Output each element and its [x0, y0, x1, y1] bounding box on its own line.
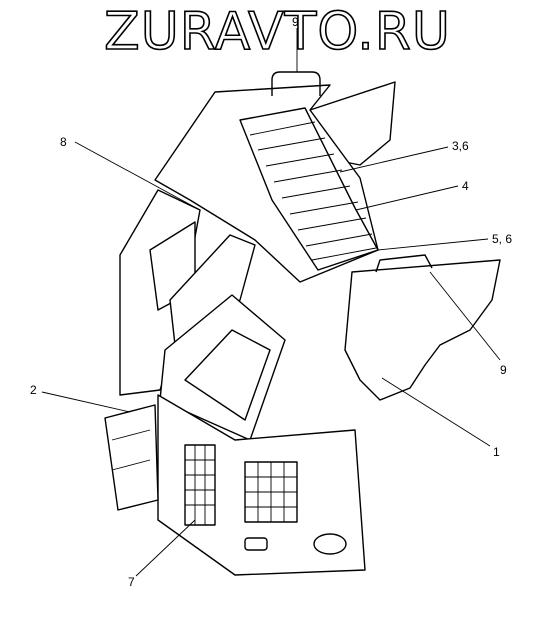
callout-1: 1 — [493, 445, 500, 459]
leader-2 — [41, 391, 131, 413]
leader-9b — [429, 271, 501, 361]
watermark-text: ZURAVTO.RU — [103, 1, 451, 63]
front-grille-mesh — [245, 462, 297, 522]
step-line — [111, 429, 151, 441]
inner-window — [184, 329, 271, 421]
grille-slats — [249, 121, 377, 261]
callout-7: 7 — [128, 575, 135, 589]
top-handle — [271, 71, 321, 96]
leader-8 — [74, 141, 201, 211]
leader-1 — [381, 377, 491, 447]
callout-9-top: 9 — [292, 15, 299, 29]
exhaust-outlet — [313, 533, 347, 555]
callout-8: 8 — [60, 135, 67, 149]
front-light — [244, 537, 268, 551]
side-grille-mesh — [185, 445, 215, 525]
leader-36 — [339, 146, 449, 173]
side-grille-7 — [184, 444, 216, 526]
leader-4 — [355, 185, 459, 211]
side-duct — [169, 234, 256, 346]
callout-2: 2 — [30, 383, 37, 397]
callout-5-6: 5, 6 — [492, 232, 513, 246]
callout-9-right: 9 — [500, 363, 507, 377]
step-line — [111, 459, 151, 471]
callout-3-6: 3,6 — [452, 139, 469, 153]
door-step-panel — [104, 404, 159, 511]
right-fender-panel — [344, 259, 501, 401]
callout-4: 4 — [462, 179, 469, 193]
rear-handle — [375, 254, 433, 273]
leader-7 — [135, 519, 196, 577]
leader-56 — [377, 238, 489, 251]
